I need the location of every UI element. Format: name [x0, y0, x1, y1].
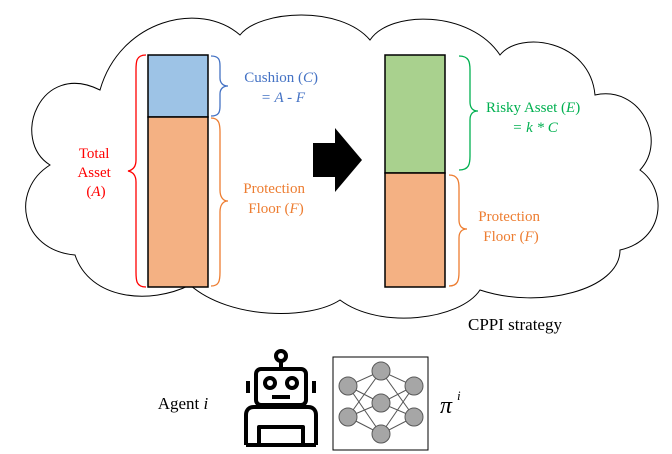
floor-block-left: [147, 116, 209, 288]
robot-icon: [244, 349, 318, 447]
floor-label-right: Protection Floor (F): [478, 209, 543, 245]
floor-block-right: [384, 172, 446, 288]
strategy-label: CPPI strategy: [468, 315, 562, 334]
total-asset-brace: [127, 54, 147, 288]
floor-brace-right: [448, 174, 468, 287]
cushion-brace: [210, 55, 229, 117]
cushion-block: [147, 54, 209, 118]
cushion-label: Cushion (C) = A - F: [244, 70, 322, 106]
policy-superscript: i: [457, 388, 461, 403]
risky-asset-label: Risky Asset (E) = k * C: [486, 100, 584, 136]
risky-asset-block: [384, 54, 446, 174]
neural-network-icon: [332, 356, 429, 451]
total-asset-label: Total Asset (A): [77, 146, 114, 200]
agent-label: Agent i: [158, 394, 209, 413]
policy-symbol: π: [440, 393, 453, 419]
risky-asset-brace: [458, 55, 479, 171]
floor-label-left: Protection Floor (F): [243, 181, 308, 217]
floor-brace-left: [210, 117, 229, 287]
transition-arrow-icon: [313, 128, 362, 192]
